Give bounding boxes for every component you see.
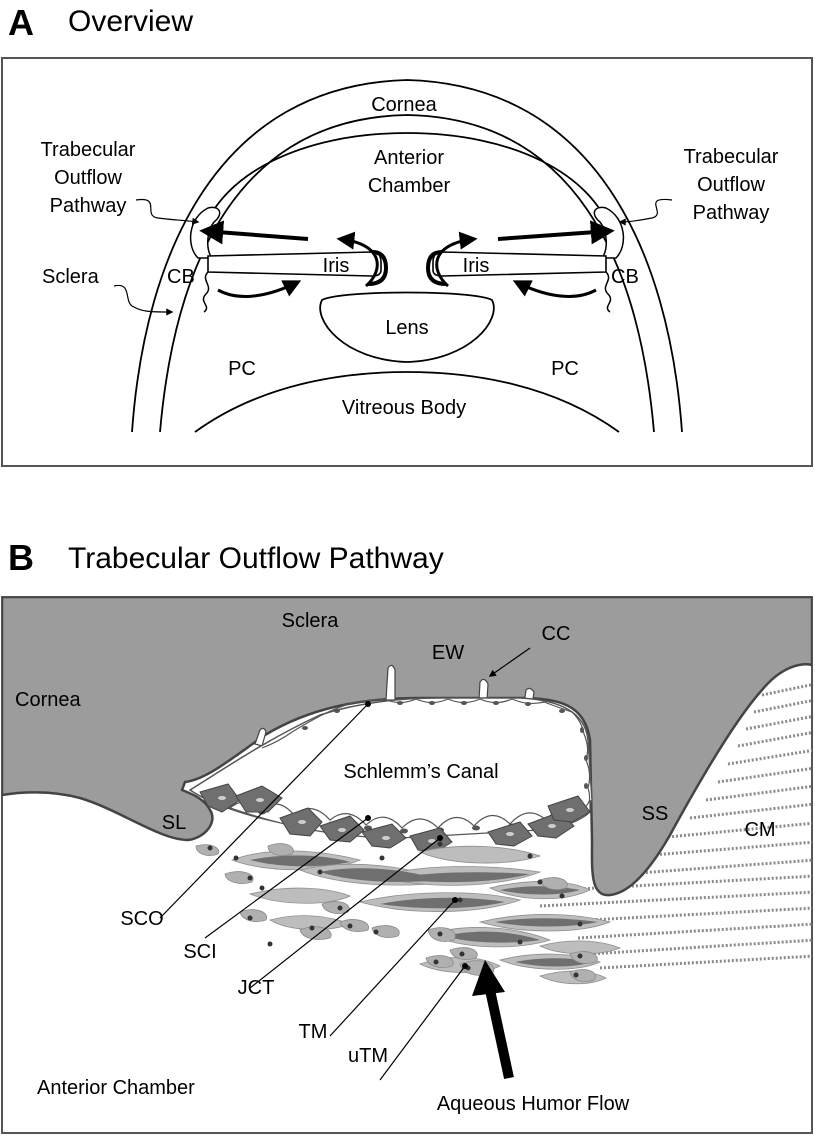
label-pc-left: PC [228,358,256,380]
label-sl: SL [162,812,186,834]
outer-sclera-outline [131,79,683,433]
label-iris-left: Iris [323,255,350,277]
jct-nuclei [218,796,574,843]
label-cc: CC [542,623,571,645]
iris-right-pupil-edge [425,250,447,286]
label-sci: SCI [183,941,216,963]
label-trabecular-right-2: Outflow [697,174,765,196]
jct-cells [199,783,591,853]
flow-arrow-left-lower [217,280,302,298]
collector-channels [254,664,535,747]
pointer-trabecular-left [135,198,200,225]
label-cb-left: CB [167,266,195,288]
iris-left-pupil-edge [367,250,389,286]
label-aqueous-humor-flow: Aqueous Humor Flow [437,1093,630,1115]
ciliary-body-left [202,271,210,313]
label-vitreous-body: Vitreous Body [342,397,466,419]
leader-lines [159,647,531,1081]
label-ew: EW [432,642,464,664]
pointer-sclera [113,284,174,316]
label-trabecular-right-3: Pathway [693,202,770,224]
label-utm: uTM [348,1045,388,1067]
flow-arrow-right-pupil [435,231,478,288]
panel-b-title: Trabecular Outflow Pathway [68,542,444,575]
leader-endpoints [365,701,468,969]
label-anterior-chamber-b: Anterior Chamber [37,1077,195,1099]
ciliary-muscle-fibers [539,683,812,970]
label-cornea-b: Cornea [15,689,81,711]
label-anterior-chamber-1: Anterior [374,147,444,169]
iris-left [207,251,382,277]
anterior-chamber-boundary [202,132,612,233]
label-sclera-b: Sclera [282,610,340,632]
sc-outer-wall-nuclei [302,701,588,789]
iris-right [432,251,607,277]
ciliary-body-right [604,271,612,313]
flow-arrow-left-upper [199,220,309,245]
label-cornea-a: Cornea [371,94,437,116]
flow-arrow-right-upper [497,220,615,245]
panel-b-trabecular-outflow: Sclera Cornea EW CC Schlemm’s Canal SL S… [1,596,813,1134]
label-ss: SS [642,803,669,825]
vitreous-body-outline [194,371,620,433]
label-sco: SCO [120,908,163,930]
flow-arrow-left-pupil [336,231,379,288]
label-cm: CM [744,819,775,841]
inner-cornea-outline [159,114,655,433]
panel-a-frame [1,57,813,467]
panel-a-overview: Cornea Anterior Chamber Trabecular Outfl… [1,57,813,467]
label-trabecular-left-3: Pathway [50,195,127,217]
pointer-trabecular-right [618,198,673,226]
cell-nuclei-scatter [207,841,583,978]
label-sclera-a: Sclera [42,266,100,288]
aqueous-flow-arrowhead [472,960,505,996]
label-pc-right: PC [551,358,579,380]
label-lens: Lens [385,317,428,339]
label-jct: JCT [238,977,275,999]
label-iris-right: Iris [463,255,490,277]
label-trabecular-right-1: Trabecular [684,146,779,168]
panel-a-title: Overview [68,5,194,38]
aqueous-flow-arrow [485,988,514,1080]
flow-arrow-right-lower [512,280,597,298]
panel-a-letter: A [8,2,34,43]
label-anterior-chamber-2: Chamber [368,175,451,197]
lens-outline [319,291,495,363]
label-trabecular-left-2: Outflow [54,167,122,189]
label-cb-right: CB [611,266,639,288]
panel-b-letter: B [8,537,34,578]
label-tm: TM [299,1021,328,1043]
label-trabecular-left-1: Trabecular [41,139,136,161]
label-schlemms-canal: Schlemm’s Canal [343,761,498,783]
